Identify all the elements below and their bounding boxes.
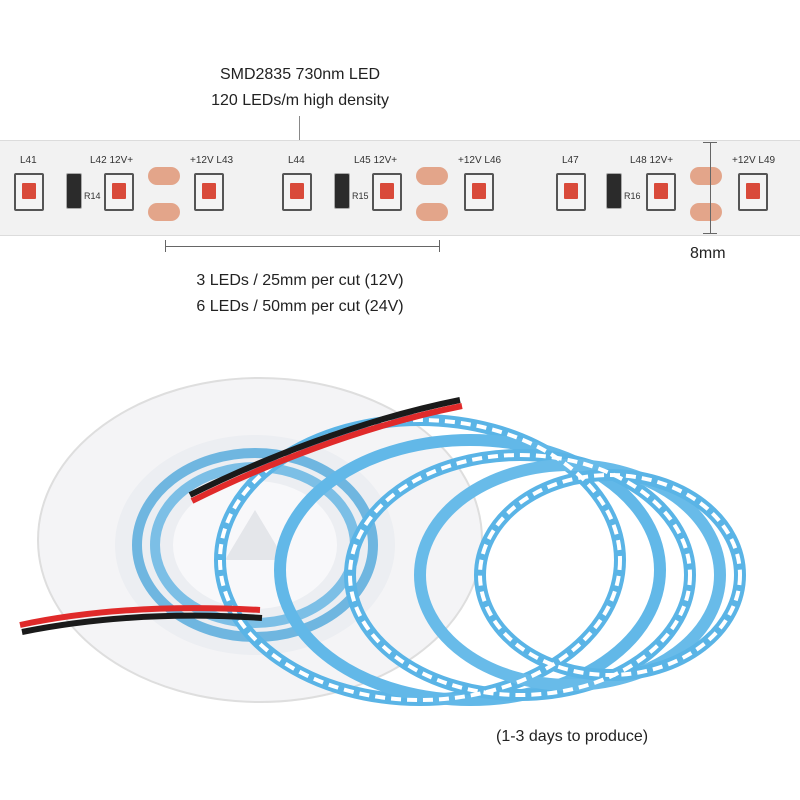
strip-label-l41: L41 xyxy=(20,155,37,166)
cut-dimension-tick xyxy=(439,240,440,252)
solder-pad xyxy=(148,167,180,185)
led-chip xyxy=(14,173,44,211)
title-pointer-line xyxy=(299,116,300,146)
reel-illustration xyxy=(19,377,746,706)
led-chip xyxy=(282,173,312,211)
led-chip xyxy=(194,173,224,211)
width-dimension-tick xyxy=(703,233,717,234)
product-title: SMD2835 730nm LED xyxy=(219,66,381,83)
led-strip-closeup: L41 L42 12V+ +12V L43 R14 L44 L45 12V+ +… xyxy=(0,140,800,236)
width-label: 8mm xyxy=(690,245,726,262)
resistor-label: R14 xyxy=(84,191,101,201)
strip-label-l43: +12V L43 xyxy=(190,155,234,166)
solder-pad xyxy=(416,203,448,221)
led-chip xyxy=(646,173,676,211)
solder-pad xyxy=(690,203,722,221)
solder-pad xyxy=(148,203,180,221)
led-chip xyxy=(464,173,494,211)
resistor-label: R15 xyxy=(352,191,369,201)
cut-info-12v: 3 LEDs / 25mm per cut (12V) xyxy=(196,272,404,289)
width-dimension-line xyxy=(710,142,711,234)
led-chip xyxy=(738,173,768,211)
led-strip-reel-photo xyxy=(0,360,800,740)
cut-info-24v: 6 LEDs / 50mm per cut (24V) xyxy=(196,298,404,315)
strip-label-l48: L48 12V+ xyxy=(630,155,674,166)
strip-label-l46: +12V L46 xyxy=(458,155,502,166)
strip-label-l44: L44 xyxy=(288,155,305,166)
resistor-label: R16 xyxy=(624,191,641,201)
strip-label-l42: L42 12V+ xyxy=(90,155,134,166)
led-chip xyxy=(372,173,402,211)
strip-label-l45: L45 12V+ xyxy=(354,155,398,166)
width-dimension-tick xyxy=(703,142,717,143)
product-subtitle: 120 LEDs/m high density xyxy=(211,92,389,109)
resistor xyxy=(334,173,350,209)
strip-label-l47: L47 xyxy=(562,155,579,166)
resistor xyxy=(66,173,82,209)
cut-dimension-tick xyxy=(165,240,166,252)
solder-pad xyxy=(416,167,448,185)
cut-dimension-line xyxy=(165,246,440,247)
solder-pad xyxy=(690,167,722,185)
production-time-note: (1-3 days to produce) xyxy=(496,728,649,745)
strip-label-l49: +12V L49 xyxy=(732,155,776,166)
led-chip xyxy=(104,173,134,211)
led-chip xyxy=(556,173,586,211)
resistor xyxy=(606,173,622,209)
